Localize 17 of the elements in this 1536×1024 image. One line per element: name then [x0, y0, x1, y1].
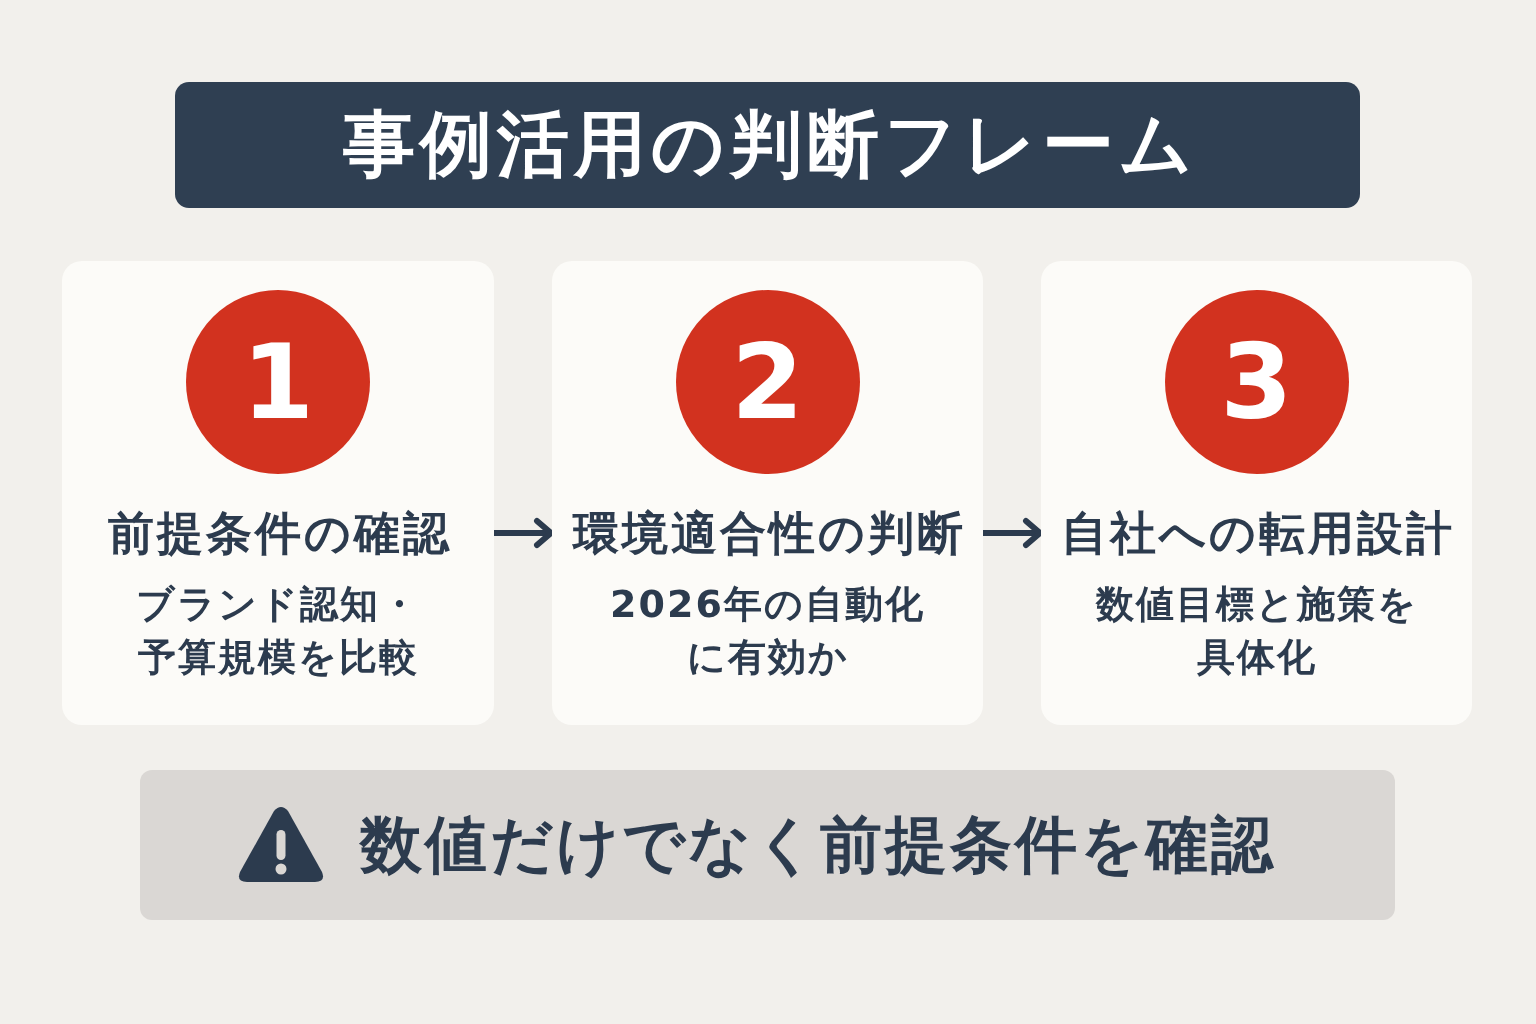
step-number: 2: [675, 290, 860, 474]
step-description: ブランド認知・予算規模を比較: [135, 581, 421, 681]
step-card: [552, 261, 983, 725]
step-heading: 環境適合性の判断: [571, 505, 966, 562]
arrow: [494, 518, 554, 548]
step-card: [1041, 261, 1472, 725]
step-number: 1: [186, 290, 370, 474]
warning-note: [140, 770, 1395, 920]
step-heading: 自社への転用設計: [1060, 505, 1455, 562]
step-description: 2026年の自動化に有効か: [609, 581, 926, 681]
title-banner: 事例活用の判断フレーム: [175, 82, 1360, 208]
step-card: [62, 261, 494, 725]
arrow: [983, 518, 1043, 548]
step-description: 数値目標と施策を具体化: [1094, 581, 1419, 681]
step-number: 3: [1164, 290, 1349, 474]
warning-text: 数値だけでなく前提条件を確認: [360, 807, 1276, 883]
step-heading: 前提条件の確認: [106, 505, 452, 562]
